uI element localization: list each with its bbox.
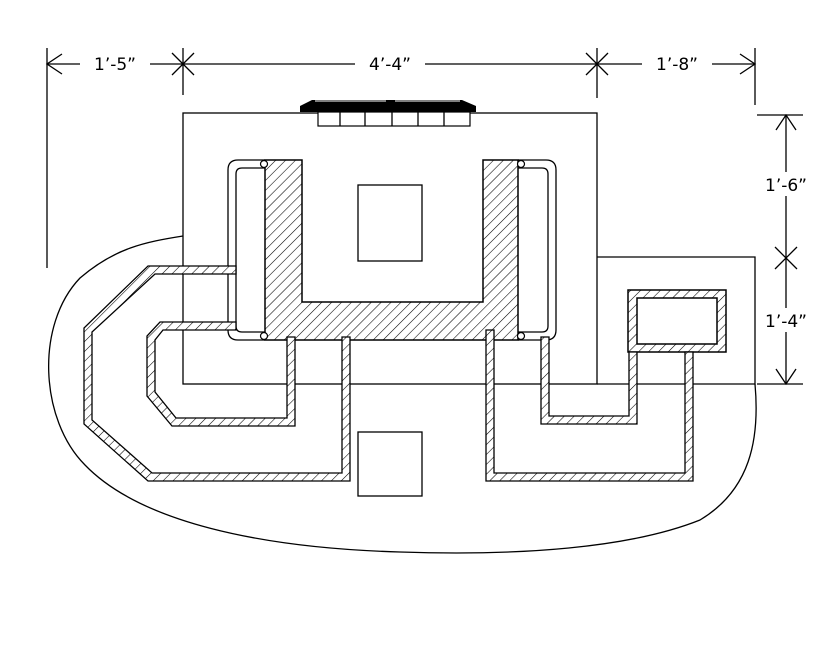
encapsulation-outline — [48, 235, 757, 554]
arrow-right — [739, 53, 757, 75]
center-pad-bottom — [357, 431, 423, 497]
left-bracket-inner — [235, 167, 265, 333]
main-board-rect — [182, 112, 598, 385]
tick-mark-3 — [774, 246, 798, 270]
connector-pins — [317, 111, 471, 127]
trace-left-outer — [83, 265, 351, 482]
u-shaped-electrode — [264, 159, 519, 341]
right-pad-frame — [627, 289, 727, 353]
left-bracket-outer — [227, 159, 265, 341]
tick-mark-2 — [585, 52, 609, 76]
arrow-bottom — [775, 368, 797, 386]
right-bracket-outer — [518, 159, 557, 341]
connector-body — [300, 100, 476, 112]
arrow-left — [45, 53, 63, 75]
tick-mark-1 — [171, 52, 195, 76]
dim-label-top-middle: 4’-4” — [369, 55, 411, 75]
trace-left-inner — [146, 321, 296, 427]
trace-right-inner — [540, 336, 638, 425]
right-extension-rect — [597, 256, 756, 385]
dim-label-top-right: 1’-8” — [656, 55, 698, 75]
dim-label-right-lower: 1’-4” — [765, 312, 807, 332]
center-pad-top — [357, 184, 423, 262]
traces — [83, 265, 694, 482]
dimension-lines: 1’-5” 4’-4” 1’-8” 1’-6” 1’-4” — [45, 48, 819, 386]
dim-label-top-left: 1’-5” — [94, 55, 136, 75]
trace-right-outer — [485, 329, 694, 482]
right-bracket-inner — [518, 167, 549, 333]
arrow-top — [775, 113, 797, 131]
top-connector — [300, 100, 476, 127]
dim-label-right-upper: 1’-6” — [765, 176, 807, 196]
